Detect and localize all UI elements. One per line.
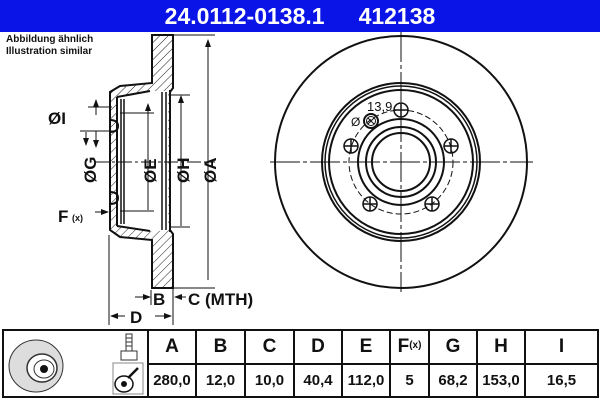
col-header-A: A xyxy=(147,329,197,365)
bolt-icon xyxy=(120,333,138,360)
label-G: ØG xyxy=(81,157,100,183)
dimension-labels: ØI ØG ØE ØH ØA F (x) B C (MTH) D xyxy=(48,109,253,327)
bolt-holes xyxy=(343,102,459,212)
part-number: 24.0112-0138.1 xyxy=(164,2,325,29)
label-C: C (MTH) xyxy=(188,290,253,309)
label-E: ØE xyxy=(141,158,160,183)
dimension-table: A B C D E F(x) G H I 280,0 12,0 10,0 40,… xyxy=(2,329,599,398)
value-C: 10,0 xyxy=(244,362,295,398)
illustration-note: Abbildung ähnlich Illustration similar xyxy=(6,34,93,58)
diameter-symbol: Ø xyxy=(351,115,360,129)
title-bar: 24.0112-0138.1 412138 xyxy=(0,0,600,32)
value-F: 5 xyxy=(389,362,430,398)
technical-drawing: ØI ØG ØE ØH ØA F (x) B C (MTH) D xyxy=(48,32,533,327)
bolt-hole-annotation: Ø 13,9 xyxy=(351,99,392,129)
front-view xyxy=(270,32,533,292)
label-H: ØH xyxy=(174,158,193,184)
col-header-E: E xyxy=(341,329,391,365)
label-F: F xyxy=(58,207,68,226)
col-header-H: H xyxy=(476,329,526,365)
col-header-G: G xyxy=(428,329,478,365)
grease-application-icon xyxy=(112,362,144,394)
note-english: Illustration similar xyxy=(6,46,93,57)
value-B: 12,0 xyxy=(195,362,246,398)
value-H: 153,0 xyxy=(476,362,526,398)
value-E: 112,0 xyxy=(341,362,391,398)
cross-section-view xyxy=(80,34,215,325)
label-D: D xyxy=(130,308,142,327)
value-A: 280,0 xyxy=(147,362,197,398)
col-header-D: D xyxy=(293,329,343,365)
label-B: B xyxy=(153,290,165,309)
note-german: Abbildung ähnlich xyxy=(6,34,94,45)
label-I: ØI xyxy=(48,109,66,128)
col-header-F: F(x) xyxy=(389,329,430,365)
col-header-F-sub: (x) xyxy=(409,339,422,351)
brake-disc-icon xyxy=(8,339,64,392)
value-G: 68,2 xyxy=(428,362,478,398)
col-header-C: C xyxy=(244,329,295,365)
col-header-I: I xyxy=(524,329,599,365)
product-icons-cell xyxy=(2,329,149,398)
short-number: 412138 xyxy=(358,2,436,29)
col-header-B: B xyxy=(195,329,246,365)
label-F-sub: (x) xyxy=(72,213,83,223)
label-A: ØA xyxy=(201,158,220,184)
value-I: 16,5 xyxy=(524,362,599,398)
col-header-F-label: F xyxy=(397,335,410,357)
value-D: 40,4 xyxy=(293,362,343,398)
bolt-hole-diameter: 13,9 xyxy=(367,99,392,114)
